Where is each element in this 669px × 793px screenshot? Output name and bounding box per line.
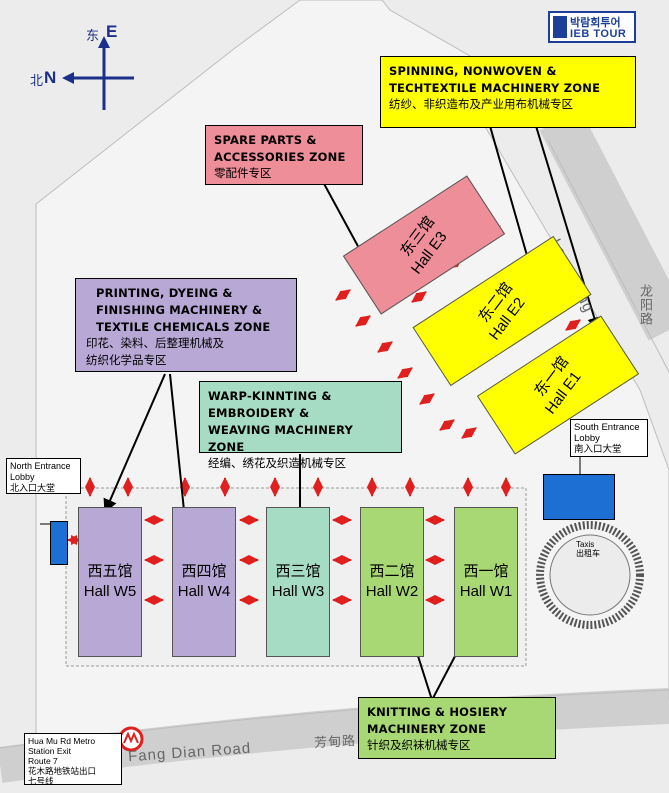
metro-line1: Hua Mu Rd Metro	[28, 736, 96, 746]
hall-w5[interactable]: 西五馆 Hall W5	[78, 507, 142, 657]
hall-w5-cn: 西五馆	[87, 563, 133, 580]
zone-spinning: SPINNING, NONWOVEN & TECHTEXTILE MACHINE…	[380, 56, 636, 128]
compass-east-cn: 东	[86, 28, 100, 43]
hall-w3-cn: 西三馆	[275, 563, 321, 580]
zone-spare-en: SPARE PARTS & ACCESSORIES ZONE	[214, 133, 346, 164]
hall-w5-en: Hall W5	[83, 583, 137, 600]
hall-w4[interactable]: 西四馆 Hall W4	[172, 507, 236, 657]
hall-w4-en: Hall W4	[177, 583, 231, 600]
south-entrance-lobby-label: South Entrance Lobby 南入口大堂	[570, 419, 648, 457]
fang-dian-road-cn-label: 芳甸路	[313, 732, 357, 751]
north-entrance-lobby-label: North Entrance Lobby 北入口大堂	[6, 458, 81, 494]
zone-knitting: KNITTING & HOSIERY MACHINERY ZONE 针织及织袜机…	[358, 697, 556, 759]
compass-east-label: E	[106, 22, 118, 41]
south-lobby-line1: South Entrance	[574, 422, 640, 433]
metro-cn2: 七号线	[28, 776, 54, 786]
zone-spare-parts: SPARE PARTS & ACCESSORIES ZONE 零配件专区	[205, 125, 363, 185]
zone-warp-cn: 经编、绣花及织造机械专区	[208, 458, 346, 470]
metro-cn1: 花木路地铁站出口	[28, 766, 97, 776]
zone-printing: PRINTING, DYEING & FINISHING MACHINERY &…	[75, 278, 297, 372]
hall-w3[interactable]: 西三馆 Hall W3	[266, 507, 330, 657]
metro-line2: Station Exit	[28, 746, 71, 756]
logo-english: IEB TOUR	[570, 28, 627, 40]
logo-mark-icon	[553, 16, 567, 38]
hall-w4-cn: 西四馆	[181, 563, 227, 580]
hall-w2-en: Hall W2	[365, 583, 419, 600]
ieb-tour-logo: 박람회투어 IEB TOUR	[548, 11, 636, 43]
hall-w1-cn: 西一馆	[463, 563, 509, 580]
zone-knitting-en: KNITTING & HOSIERY MACHINERY ZONE	[367, 705, 508, 736]
south-lobby-cn: 南入口大堂	[574, 444, 622, 455]
zone-knitting-cn: 针织及织袜机械专区	[367, 740, 471, 752]
north-lobby-line2: Lobby	[10, 472, 35, 482]
taxi-cn: 出租车	[576, 549, 600, 558]
compass-north-cn: 北	[30, 73, 44, 88]
zone-spinning-cn: 纺纱、非织造布及产业用布机械专区	[389, 99, 573, 111]
zone-printing-cn: 印花、染料、后整理机械及 纺织化学品专区	[86, 338, 224, 367]
hall-w2[interactable]: 西二馆 Hall W2	[360, 507, 424, 657]
metro-line3: Route 7	[28, 756, 58, 766]
north-lobby-cn: 北入口大堂	[10, 483, 56, 493]
zone-printing-en: PRINTING, DYEING & FINISHING MACHINERY &…	[96, 286, 271, 334]
metro-exit-label: Hua Mu Rd Metro Station Exit Route 7 花木路…	[24, 733, 122, 786]
taxi-en: Taxis	[576, 540, 595, 549]
taxi-label: Taxis 出租车	[576, 540, 600, 558]
south-lobby-line2: Lobby	[574, 433, 600, 444]
north-entrance-building	[50, 521, 68, 565]
hall-w3-en: Hall W3	[271, 583, 325, 600]
logo-korean: 박람회투어	[570, 17, 621, 29]
zone-spare-cn: 零配件专区	[214, 168, 272, 180]
zone-spinning-en: SPINNING, NONWOVEN & TECHTEXTILE MACHINE…	[389, 64, 601, 95]
hall-w2-cn: 西二馆	[369, 563, 415, 580]
north-lobby-line1: North Entrance	[10, 461, 71, 471]
zone-warp: WARP-KINNTING & EMBROIDERY & WEAVING MAC…	[199, 381, 402, 470]
zone-warp-en: WARP-KINNTING & EMBROIDERY & WEAVING MAC…	[208, 389, 354, 454]
hall-w1-en: Hall W1	[459, 583, 513, 600]
hall-w1[interactable]: 西一馆 Hall W1	[454, 507, 518, 657]
long-yang-road-cn-label: 龙阳路	[638, 284, 653, 326]
south-entrance-building	[543, 474, 615, 520]
compass-north-label: N	[44, 68, 57, 87]
